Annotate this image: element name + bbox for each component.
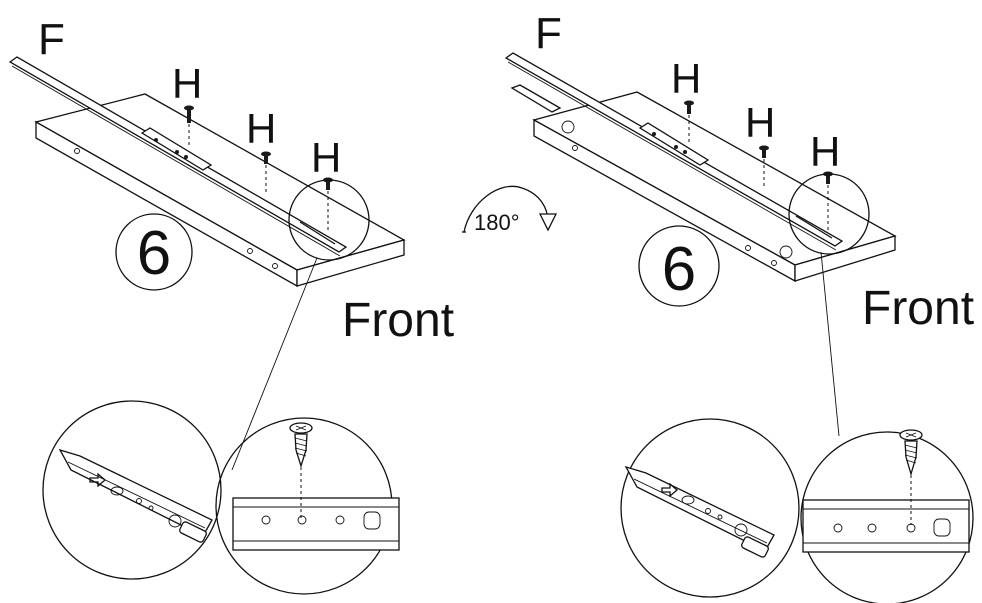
right-screw-label-1: H (671, 55, 701, 102)
right-part-number-circle (638, 225, 720, 307)
left-screw-label-2: H (246, 105, 276, 152)
right-detail-callout-circle (788, 173, 870, 255)
left-shelf-board (34, 93, 406, 288)
left-drawer-rail (8, 56, 348, 257)
right-back-rail (510, 84, 562, 113)
right-leader-line (820, 251, 840, 437)
right-screw-label-3: H (810, 128, 840, 175)
left-leader-line (231, 257, 318, 471)
arrow-right-icon (89, 472, 106, 488)
rotation-indicator: 180° (462, 185, 558, 235)
left-rail-label: F (38, 15, 65, 64)
screw-icon (684, 100, 694, 143)
right-screw-detail (800, 429, 974, 603)
right-front-label: Front (862, 282, 974, 335)
screw-icon (184, 105, 194, 148)
screw-icon (899, 429, 923, 525)
left-part-number-circle (115, 213, 193, 291)
left-screw-detail (215, 417, 400, 595)
screw-icon (261, 151, 271, 192)
left-panel: F H H H 6 Front (8, 15, 454, 595)
right-drawer-rail (504, 52, 844, 251)
screw-icon (289, 422, 313, 518)
left-part-number: 6 (137, 219, 171, 288)
right-rail-end-detail (620, 418, 800, 598)
rotate-arrow-icon (463, 185, 549, 233)
left-screw-label-3: H (311, 134, 341, 181)
left-detail-callout-circle (288, 179, 370, 261)
screw-icon (759, 145, 769, 188)
right-screw-label-2: H (745, 99, 775, 146)
right-panel: F H H H 6 Front (504, 9, 974, 603)
left-screw-label-1: H (172, 60, 202, 107)
left-front-label: Front (342, 294, 454, 347)
right-rail-label: F (535, 9, 562, 58)
left-rail-end-detail (42, 400, 222, 580)
arrow-right-icon (661, 482, 678, 498)
rotation-label: 180° (474, 210, 520, 235)
right-part-number: 6 (662, 235, 696, 304)
